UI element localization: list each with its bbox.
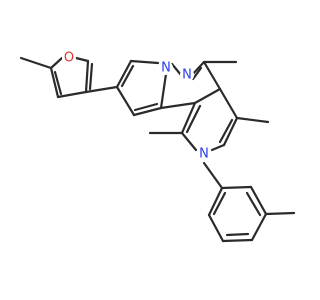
bond [193, 87, 222, 105]
bond [220, 185, 253, 190]
bond [221, 238, 254, 243]
atom-label-nitrogen-pyrrole: N [199, 147, 209, 162]
bond [207, 213, 225, 243]
structure-canvas: O N N N [19, 51, 296, 243]
bond [170, 62, 183, 77]
bond [185, 104, 202, 134]
bond [129, 59, 160, 65]
bond-layer [19, 56, 296, 243]
bond [84, 85, 119, 94]
atom-label-layer: O N N N [62, 51, 211, 162]
bond [250, 212, 268, 242]
bond [74, 56, 90, 63]
bond [132, 106, 163, 117]
bond [222, 116, 239, 147]
bond [202, 60, 222, 91]
molecule-diagram: O N N N [19, 51, 296, 243]
bond [120, 64, 135, 88]
bond [218, 87, 239, 120]
atom-label-backdrop [197, 147, 211, 161]
bond [180, 101, 197, 135]
bond [212, 191, 227, 216]
bond [235, 116, 270, 124]
bond [210, 143, 226, 152]
bond [133, 102, 159, 112]
bond [115, 59, 133, 89]
bond [159, 72, 168, 110]
bond [245, 191, 262, 217]
bond [49, 56, 64, 70]
bond [264, 211, 296, 216]
atom-label-backdrop [159, 61, 173, 75]
atom-label-nitrogen-pyridazine: N [182, 68, 192, 83]
bond [115, 85, 136, 117]
bond [19, 56, 53, 70]
bond [191, 66, 203, 81]
bond [53, 70, 63, 96]
bond [249, 185, 268, 216]
bond [159, 101, 197, 110]
bond [88, 62, 94, 91]
bond [225, 232, 250, 237]
atom-label-nitrogen-bridgehead: N [161, 61, 171, 76]
atom-label-backdrop [180, 68, 194, 82]
bond [49, 66, 60, 99]
atom-label-oxygen: O [64, 51, 74, 66]
bond [84, 59, 90, 94]
bond [190, 60, 206, 77]
bond [202, 161, 224, 190]
bond [207, 186, 224, 217]
bond [218, 118, 234, 144]
bond [180, 131, 198, 152]
bond [56, 90, 88, 99]
atom-label-backdrop [62, 51, 76, 65]
